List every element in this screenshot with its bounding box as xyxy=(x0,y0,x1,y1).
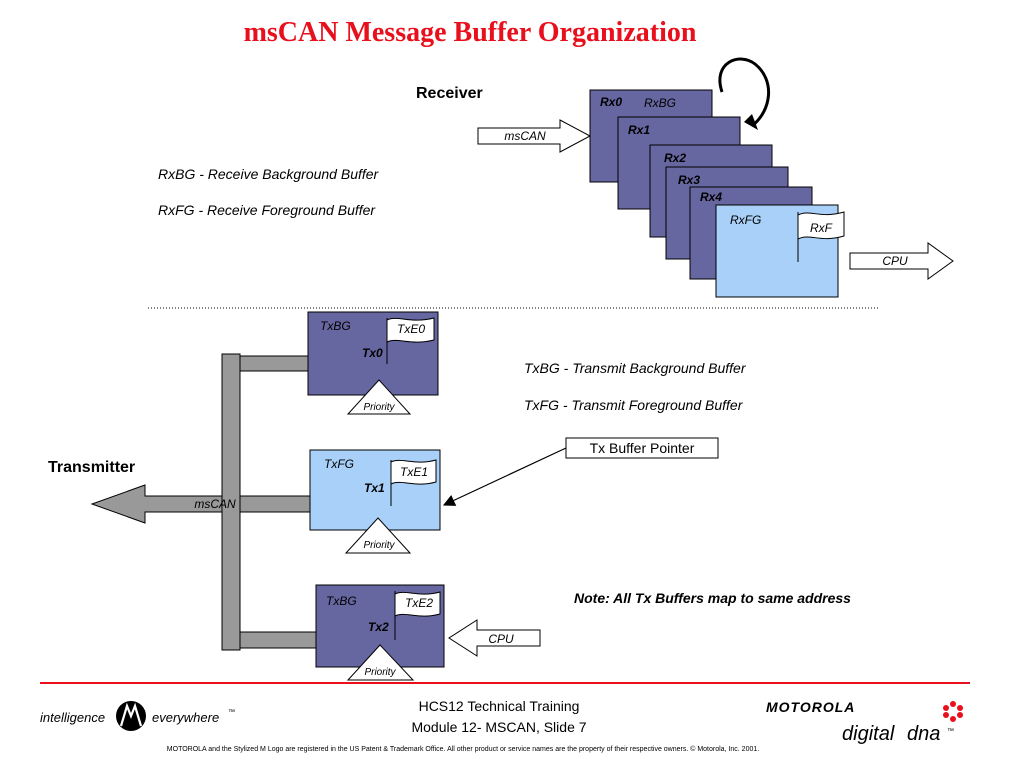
tx-legend-fg: TxFG - Transmit Foreground Buffer xyxy=(524,397,744,413)
page-title: msCAN Message Buffer Organization xyxy=(244,17,697,48)
tx-buffer-pointer: Tx Buffer Pointer xyxy=(442,437,719,506)
receiver-heading: Receiver xyxy=(416,85,483,102)
rx-legend-fg: RxFG - Receive Foreground Buffer xyxy=(158,202,376,218)
receiver-input-label: msCAN xyxy=(504,129,546,143)
course-line-1: HCS12 Technical Training xyxy=(419,698,580,714)
rxf-flag-label: RxF xyxy=(810,221,833,235)
txe0-flag-icon: TxE0 xyxy=(386,317,435,364)
tx-buffer-1-id: Tx1 xyxy=(364,481,385,495)
priority-2-triangle xyxy=(346,644,415,681)
brand-sub-b: dna xyxy=(907,723,940,745)
priority-1-label: Priority xyxy=(363,540,395,551)
tx-buffer-2: TxBG Tx2 TxE2 Priority xyxy=(315,584,445,681)
rx-buffer-stack: Rx0 RxBG Rx1 Rx2 Rx3 Rx4 RxFG RxF xyxy=(589,89,845,298)
tx-buffer-0-type: TxBG xyxy=(320,319,351,333)
txe1-flag-icon: TxE1 xyxy=(390,459,437,506)
rx-buffer-0-sub: RxBG xyxy=(644,96,676,110)
tx-buffer-0: TxBG Tx0 TxE0 Priority xyxy=(307,311,439,415)
tx-input-arrow: CPU xyxy=(448,619,541,657)
txe2-flag-icon: TxE2 xyxy=(394,591,441,640)
priority-1-triangle xyxy=(344,517,412,554)
rotate-arrow-icon xyxy=(718,57,770,130)
transmitter-heading: Transmitter xyxy=(48,459,135,476)
receiver-input-arrow: msCAN xyxy=(477,119,592,153)
rx-buffer-fg-sub: RxFG xyxy=(730,213,761,227)
tx-buffer-0-id: Tx0 xyxy=(362,346,383,360)
rx-buffer-4-label: Rx4 xyxy=(700,190,722,204)
rx-buffer-3-label: Rx3 xyxy=(678,173,700,187)
tx-note: Note: All Tx Buffers map to same address xyxy=(574,590,851,606)
brand-sub-a: digital xyxy=(842,723,895,745)
logo-left-word-b: everywhere xyxy=(152,710,219,725)
receiver-output-arrow: CPU xyxy=(849,242,954,280)
rx-buffer-1-label: Rx1 xyxy=(628,123,650,137)
rxf-flag-icon: RxF xyxy=(797,211,845,262)
logo-left-word-a: intelligence xyxy=(40,710,105,725)
intelligence-everywhere-logo: intelligence everywhere ™ xyxy=(40,701,235,731)
dna-flower-icon xyxy=(943,701,963,722)
tx-bus: msCAN xyxy=(90,353,317,651)
tx-output-label: msCAN xyxy=(194,497,236,511)
brand-sub-tm: ™ xyxy=(947,728,954,735)
logo-left-tm: ™ xyxy=(228,709,235,716)
legal-notice: MOTOROLA and the Stylized M Logo are reg… xyxy=(167,745,759,753)
tx-buffer-1: TxFG Tx1 TxE1 Priority xyxy=(309,449,441,554)
priority-0-triangle xyxy=(346,379,412,415)
course-line-2: Module 12- MSCAN, Slide 7 xyxy=(411,719,586,735)
tx-legend-bg: TxBG - Transmit Background Buffer xyxy=(524,360,747,376)
txe0-flag-label: TxE0 xyxy=(397,322,425,336)
brand-name: MOTOROLA xyxy=(766,699,855,715)
txe2-flag-label: TxE2 xyxy=(405,596,433,610)
rx-legend-bg: RxBG - Receive Background Buffer xyxy=(158,166,380,182)
tx-buffer-2-type: TxBG xyxy=(326,594,357,608)
motorola-digitaldna-logo: MOTOROLA digital dna ™ xyxy=(766,699,963,745)
tx-buffer-1-type: TxFG xyxy=(324,457,354,471)
tx-buffer-pointer-label: Tx Buffer Pointer xyxy=(590,440,695,456)
priority-0-label: Priority xyxy=(363,402,395,413)
tx-input-label: CPU xyxy=(488,632,514,646)
receiver-output-label: CPU xyxy=(882,254,908,268)
rx-buffer-2-label: Rx2 xyxy=(664,151,686,165)
txe1-flag-label: TxE1 xyxy=(400,465,428,479)
tx-buffer-2-id: Tx2 xyxy=(368,620,389,634)
priority-2-label: Priority xyxy=(364,667,396,678)
rx-buffer-0-label: Rx0 xyxy=(600,95,622,109)
